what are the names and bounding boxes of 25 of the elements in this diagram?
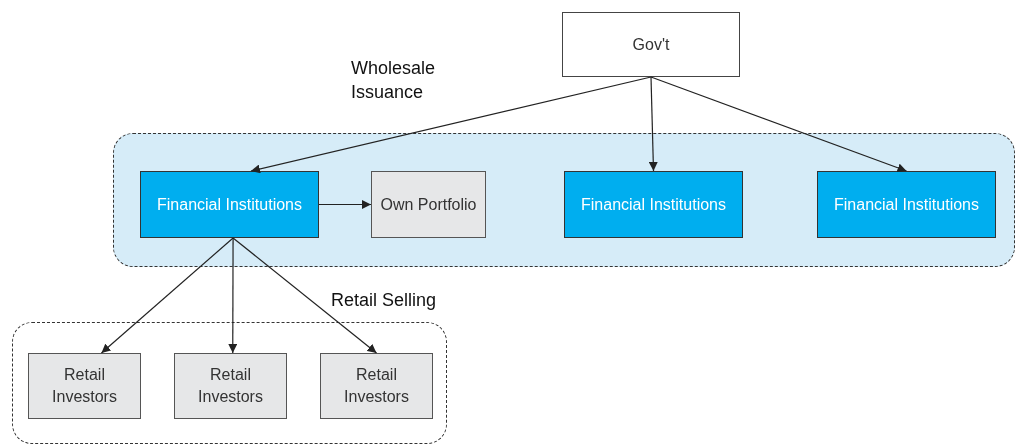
node-label: Retail Investors <box>197 365 264 407</box>
arrow <box>228 237 238 354</box>
process-box <box>564 171 743 238</box>
node-label: Retail Investors <box>51 365 118 407</box>
node-label: Financial Institutions <box>581 194 726 215</box>
text-box <box>562 12 740 77</box>
arrow <box>650 76 908 173</box>
arrow <box>250 76 652 174</box>
group-heading: Wholesale Issuance <box>351 57 437 104</box>
process-box <box>371 171 486 238</box>
node-label: Retail Investors <box>343 365 410 407</box>
node-label: Own Portfolio <box>380 194 477 215</box>
process-box <box>140 171 319 238</box>
arrow <box>648 76 658 172</box>
process-box <box>817 171 996 238</box>
node-label: Financial Institutions <box>157 194 302 215</box>
process-box <box>320 353 433 419</box>
process-box <box>174 353 287 419</box>
node-label: Gov't <box>632 34 670 55</box>
group-heading: Retail Selling <box>331 289 437 311</box>
arrow <box>318 200 372 209</box>
node-label: Financial Institutions <box>834 194 979 215</box>
arrow <box>100 237 234 354</box>
process-box <box>28 353 141 419</box>
arrow <box>232 237 378 354</box>
